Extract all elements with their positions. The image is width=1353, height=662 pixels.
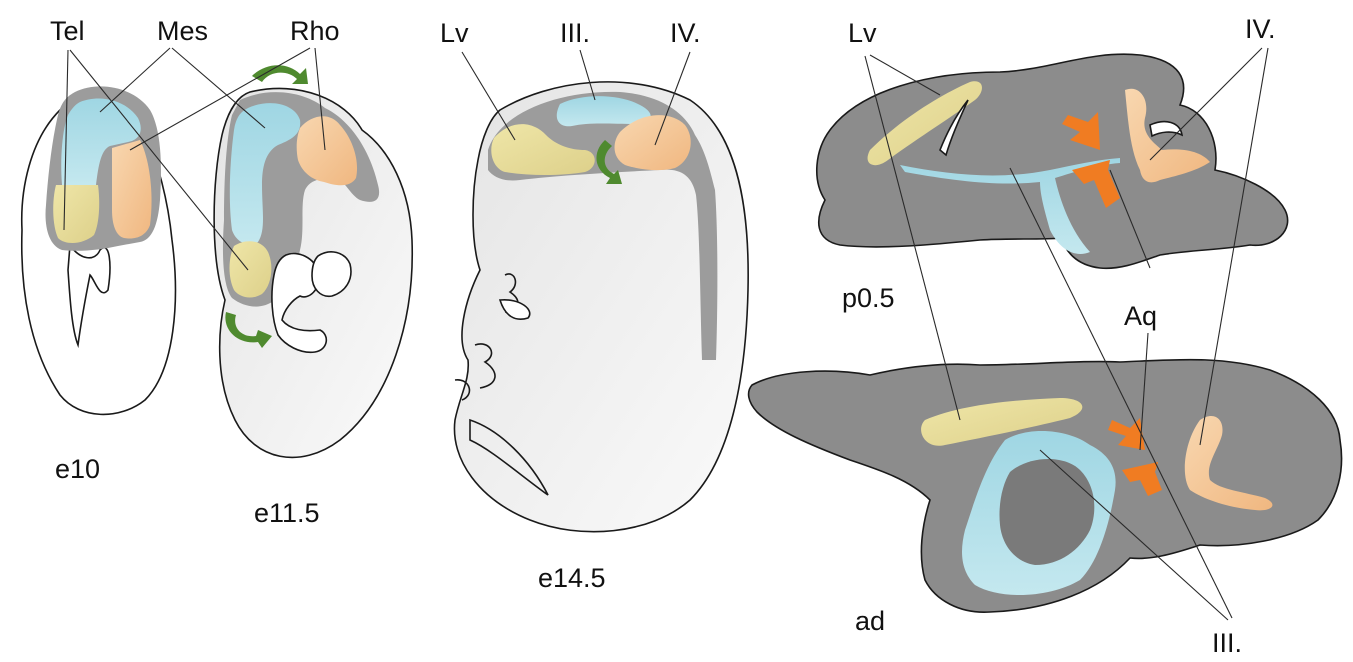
embryo-e11-5: [214, 88, 412, 457]
stage-e10: e10: [55, 454, 100, 484]
leader-mes-2: [172, 48, 265, 128]
brain-adult: [749, 360, 1342, 613]
e10-telencephalon-ventricle: [53, 185, 99, 243]
label-aq: Aq: [1124, 301, 1157, 331]
brain-p0-5: [817, 54, 1288, 268]
label-third-embryo: III.: [560, 18, 590, 48]
label-fourth-embryo: IV.: [670, 18, 701, 48]
label-mes: Mes: [157, 16, 208, 46]
label-rho: Rho: [290, 16, 340, 46]
rotation-arrow-top: [252, 65, 308, 84]
stage-e11-5: e11.5: [254, 498, 320, 528]
label-third-brain: III.: [1212, 628, 1242, 658]
stage-ad: ad: [855, 606, 885, 636]
label-lv-brain: Lv: [848, 18, 877, 48]
label-fourth-brain: IV.: [1245, 14, 1276, 44]
embryo-e10: [22, 86, 176, 414]
stage-p0-5: p0.5: [842, 283, 895, 313]
label-lv-embryo: Lv: [440, 18, 469, 48]
label-tel: Tel: [50, 16, 85, 46]
stage-e14-5: e14.5: [538, 563, 606, 593]
p0-5-brain-outline: [817, 54, 1288, 268]
e11-5-telencephalon-ventricle: [230, 241, 272, 297]
